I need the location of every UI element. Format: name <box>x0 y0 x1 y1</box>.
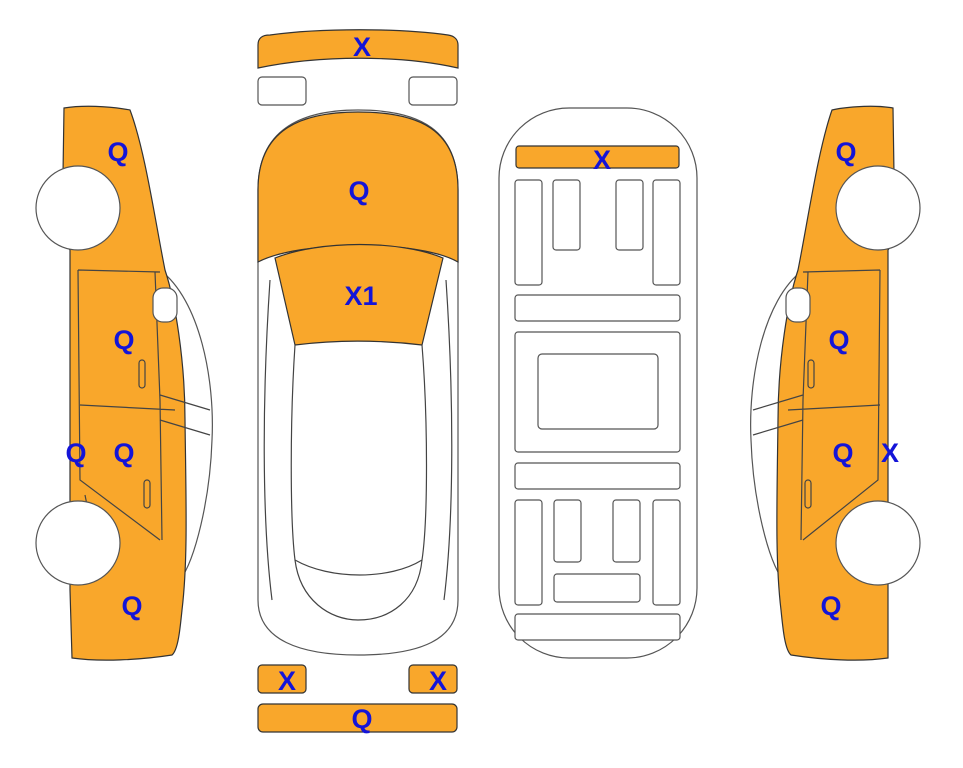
rear-light-left-label: X <box>278 666 296 696</box>
left-rear-door-handle-icon <box>143 479 151 509</box>
left-mirror <box>152 287 178 323</box>
left-front-fender-label: Q <box>107 137 128 167</box>
left-side-view: Q Q Q Q Q <box>35 105 213 661</box>
left-front-door-label: Q <box>113 325 134 355</box>
left-rear-door-label: Q <box>113 438 134 468</box>
rear-bumper[interactable] <box>257 703 458 733</box>
left-front-wheel <box>35 165 121 251</box>
left-headlight <box>257 76 307 106</box>
right-rear-door-label: Q <box>832 438 853 468</box>
right-mirror <box>785 287 811 323</box>
right-rear-wheel <box>835 500 921 586</box>
windshield[interactable] <box>274 243 444 346</box>
underbody-view: X <box>498 107 698 659</box>
rear-light-left[interactable] <box>257 664 307 694</box>
left-rear-quarter-label: Q <box>121 591 142 621</box>
windshield-label: X1 <box>344 281 377 311</box>
left-front-door-handle-icon <box>138 359 146 389</box>
right-rear-door-handle-icon <box>804 479 812 509</box>
right-front-fender-label: Q <box>835 137 856 167</box>
rear-light-right-label: X <box>429 666 447 696</box>
rear-bumper-label: Q <box>351 704 372 734</box>
hood-label: Q <box>348 176 369 206</box>
left-sill-label: Q <box>65 438 86 468</box>
right-sill-label: X <box>881 438 899 468</box>
front-crossmember[interactable] <box>515 145 680 169</box>
right-front-wheel <box>835 165 921 251</box>
right-side-view: Q Q Q X Q <box>750 105 921 661</box>
top-view: X Q X1 X X Q <box>257 29 459 734</box>
front-crossmember-label: X <box>593 145 611 175</box>
front-bumper[interactable] <box>257 29 459 69</box>
rear-light-right[interactable] <box>408 664 458 694</box>
right-front-door-handle-icon <box>807 359 815 389</box>
right-headlight <box>408 76 458 106</box>
right-rear-quarter-label: Q <box>820 591 841 621</box>
right-front-door-label: Q <box>828 325 849 355</box>
left-rear-wheel <box>35 500 121 586</box>
front-bumper-label: X <box>353 32 371 62</box>
